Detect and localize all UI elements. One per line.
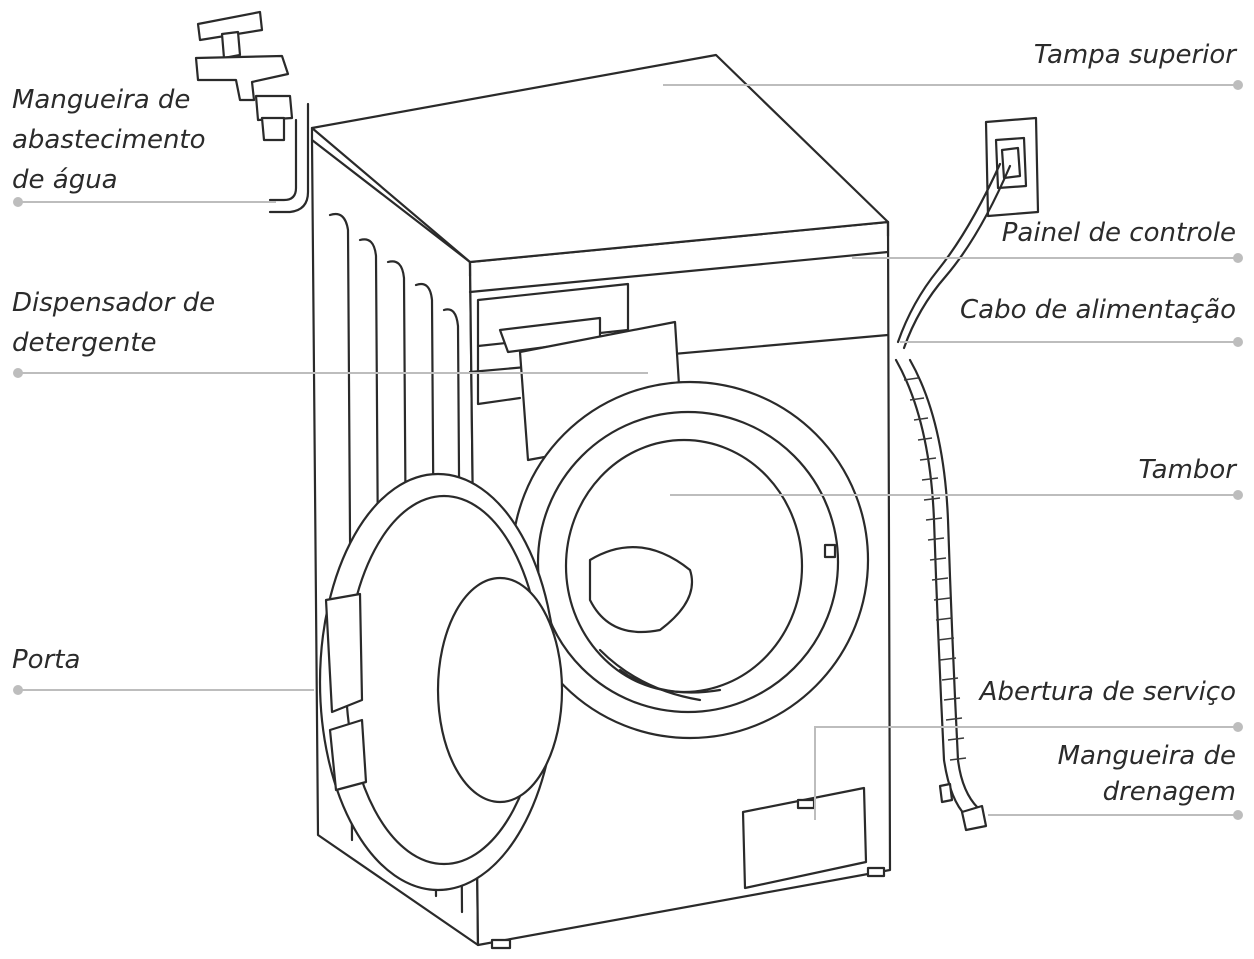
callout-dot-door: [13, 685, 23, 695]
callout-dot-detergent-dispenser: [13, 368, 23, 378]
label-power-cable: Cabo de alimentação: [960, 295, 1236, 325]
water-tap: [194, 10, 310, 214]
callout-dot-drum: [1233, 490, 1243, 500]
label-top-cover: Tampa superior: [1033, 40, 1236, 70]
callout-dot-power-cable: [1233, 337, 1243, 347]
label-detergent-dispenser: Dispensador de detergente: [12, 288, 216, 358]
callout-dot-top-cover: [1233, 80, 1243, 90]
callout-dot-control-panel: [1233, 253, 1243, 263]
door-glass: [436, 576, 564, 804]
leader-lines: [13, 80, 1243, 820]
power-socket: [896, 116, 1040, 350]
service-hatch: [741, 786, 868, 890]
label-water-supply-hose: Mangueira de abastecimento de água: [12, 85, 206, 195]
callout-dot-service-opening: [1233, 722, 1243, 732]
drain-hose: [894, 358, 988, 832]
label-control-panel: Painel de controle: [1001, 218, 1236, 248]
callout-dot-drain-hose: [1233, 810, 1243, 820]
label-door: Porta: [12, 645, 81, 675]
label-drum: Tambor: [1138, 455, 1236, 485]
label-drain-hose: Mangueira de drenagem: [1057, 741, 1236, 807]
label-service-opening: Abertura de serviço: [979, 677, 1236, 707]
washing-machine-illustration: [194, 10, 1040, 950]
callout-dot-water-hose: [13, 197, 23, 207]
